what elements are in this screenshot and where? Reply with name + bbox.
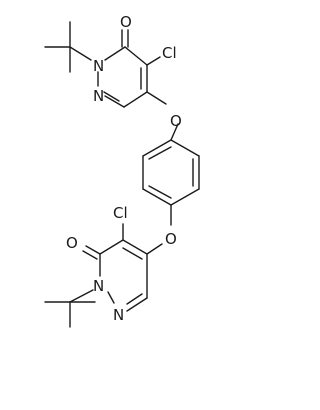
bond-c6-n1-top-double <box>103 91 120 102</box>
bond-benzene-6-double <box>148 146 172 160</box>
bond-c3-c4-top <box>124 46 148 66</box>
structure-canvas: O Cl N N O O Cl O N N <box>44 13 200 328</box>
bond-c4-cl-top <box>146 56 161 66</box>
bond-c5-o-top <box>146 91 167 105</box>
bond-carbonyl-bottom-a <box>85 245 101 255</box>
bond-c5-c4-bottom <box>122 239 148 255</box>
atom-label-n-bottom-2: N <box>113 306 124 324</box>
atom-label-o-carbonyl-top: O <box>120 13 132 31</box>
bond-benzene-4-double <box>148 185 172 199</box>
atom-label-n-top-2: N <box>93 87 104 105</box>
bond-benzene-1 <box>170 139 200 157</box>
bond-o-top-benzene <box>170 123 179 141</box>
bond-c5-c6-top <box>123 91 148 108</box>
upper-pyridazinone-ring <box>97 46 148 108</box>
bond-n1-c6-bottom <box>126 297 148 312</box>
bond-o-bottom-c5 <box>146 243 163 255</box>
bond-n2-cq-top <box>69 46 92 61</box>
lower-pyridazinone-ring <box>99 239 148 312</box>
bond-c5-c4-bottom-double <box>122 247 143 260</box>
atom-label-cl-top: Cl <box>162 44 177 62</box>
atom-label-n-top-1: N <box>93 57 104 75</box>
bond-c6-n1-top <box>104 95 125 108</box>
bond-benzene-3 <box>170 188 200 206</box>
atom-label-n-bottom-1: N <box>93 277 104 295</box>
bond-n2-n1-bottom <box>107 291 115 304</box>
atom-label-cl-bottom: Cl <box>113 204 128 222</box>
atom-label-o-ether-bottom: O <box>165 230 177 248</box>
bond-benzene-6 <box>142 139 172 157</box>
upper-tert-butyl-group <box>44 21 92 73</box>
bond-benzene-4 <box>142 188 172 206</box>
central-benzene-ring <box>142 139 200 206</box>
bond-n2-c3-top <box>104 46 126 61</box>
bond-c4-c3-bottom <box>99 239 124 255</box>
bond-n1-c6-bottom-double <box>126 293 143 305</box>
lower-tert-butyl-group <box>44 289 96 328</box>
bond-carbonyl-bottom-b <box>82 250 98 260</box>
atom-label-o-ether-top: O <box>170 112 182 130</box>
structure-diagram: O Cl N N O O Cl O N N <box>44 13 200 328</box>
bond-n2-cq-bottom <box>69 289 94 303</box>
atom-label-o-carbonyl-bottom: O <box>66 234 78 252</box>
